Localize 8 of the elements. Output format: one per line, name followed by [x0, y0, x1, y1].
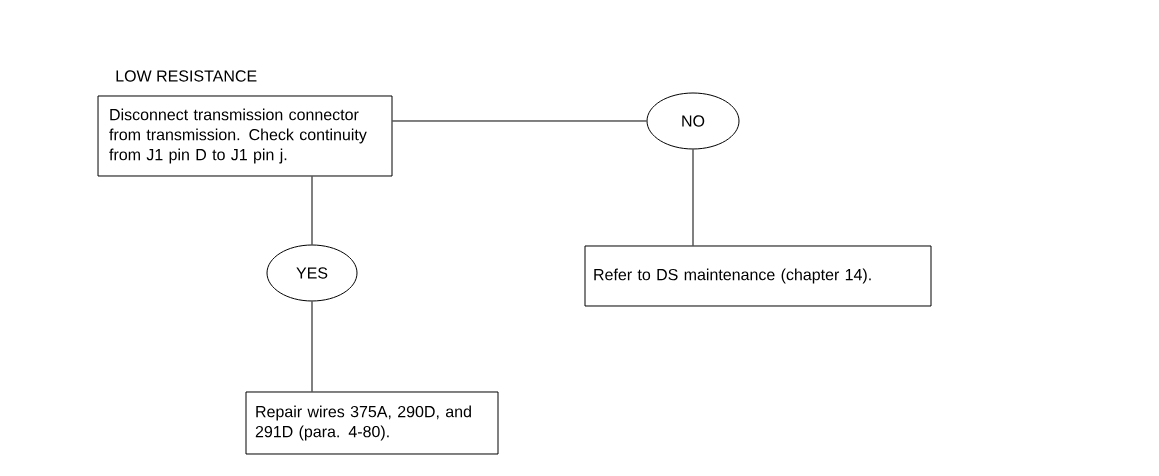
process-box: Repair wires 375A, 290D, and 291D (para. 4-80). [245, 391, 499, 455]
connector-line [311, 301, 313, 392]
connector-line [692, 149, 694, 246]
process-box: Refer to DS maintenance (chapter 14). [584, 245, 932, 307]
connector-line [311, 176, 313, 245]
connector-line [392, 120, 647, 122]
heading: LOW RESISTANCE [116, 70, 257, 82]
process-box: Disconnect transmission connector from transmission. Check continuity from J1 pin D to J1 pin j. [97, 95, 393, 177]
